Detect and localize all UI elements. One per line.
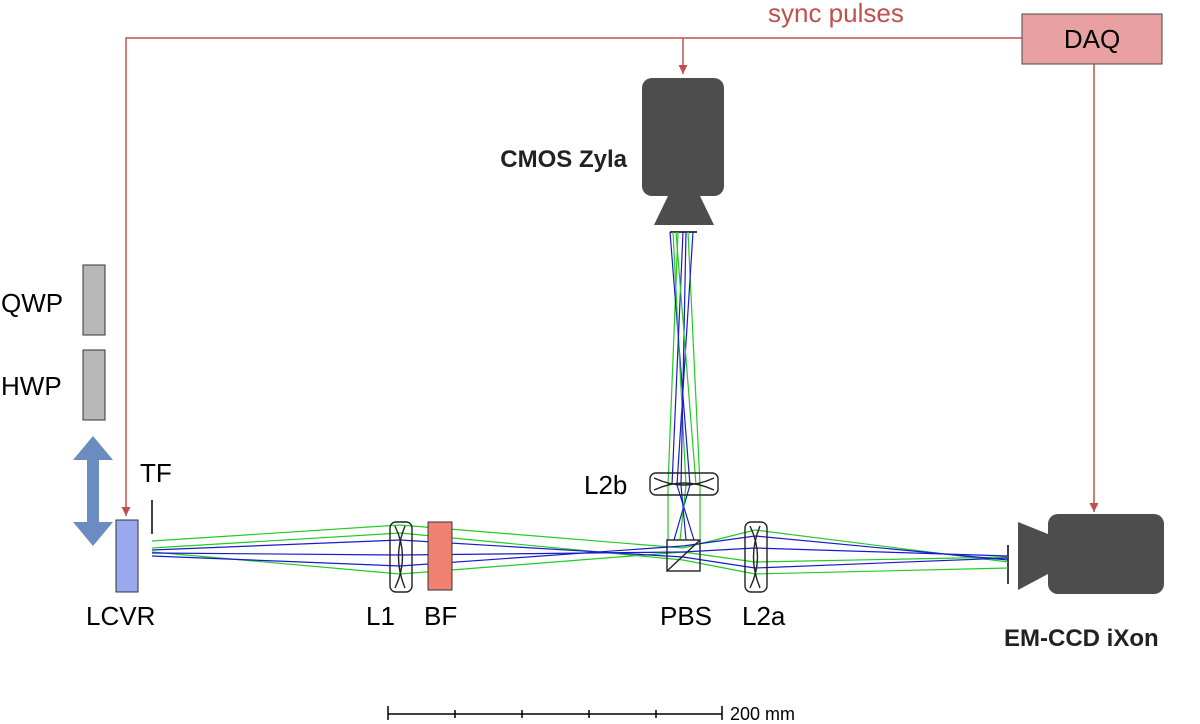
bf-label: BF <box>424 601 457 631</box>
cmos-label: CMOS Zyla <box>500 146 627 173</box>
pbs-label: PBS <box>660 601 712 631</box>
sync-pulses-label: sync pulses <box>768 0 904 28</box>
scale-bar <box>387 706 723 720</box>
sync-line-to-lcvr <box>121 37 1022 516</box>
hwp-waveplate <box>82 349 106 421</box>
l2a-lens <box>744 521 768 593</box>
l2b-label: L2b <box>584 470 627 500</box>
qwp-label: QWP <box>1 288 63 318</box>
horizontal-ray-bundle <box>151 524 1009 575</box>
emccd-label: EM-CCD iXon <box>1004 625 1159 652</box>
l2b-lens <box>649 472 719 496</box>
lcvr-label: LCVR <box>86 601 155 631</box>
scale-bar-label: 200 mm <box>730 704 795 724</box>
swap-double-arrow-icon <box>73 436 113 546</box>
hwp-label: HWP <box>1 371 62 401</box>
l2a-label: L2a <box>742 601 786 631</box>
daq-label: DAQ <box>1064 24 1120 54</box>
l1-label: L1 <box>366 601 395 631</box>
pbs-cube <box>666 539 701 572</box>
lcvr-element <box>115 519 139 593</box>
cmos-camera-icon <box>642 78 724 225</box>
bf-filter <box>427 521 453 591</box>
emccd-camera-icon <box>1018 514 1164 594</box>
l1-lens <box>389 521 413 593</box>
vertical-ray-bundle <box>667 231 701 541</box>
tf-label: TF <box>140 458 172 488</box>
sync-lines <box>121 37 1099 516</box>
qwp-waveplate <box>82 264 106 336</box>
daq-box <box>1021 13 1163 65</box>
